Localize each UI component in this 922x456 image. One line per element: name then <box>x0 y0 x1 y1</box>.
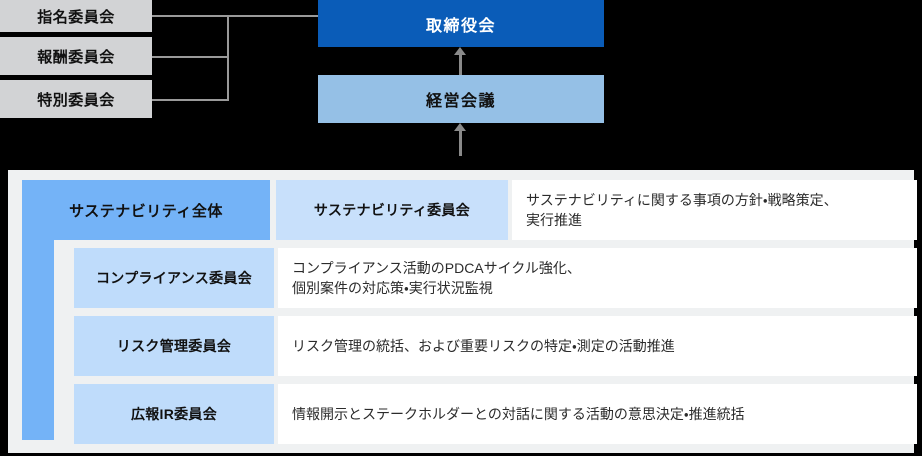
row-label-pr-ir-committee[interactable]: 広報IR委員会 <box>74 384 274 444</box>
board-of-directors-box[interactable]: 取締役会 <box>318 0 604 47</box>
management-meeting-box[interactable]: 経営会議 <box>318 75 604 123</box>
row-label-compliance-committee[interactable]: コンプライアンス委員会 <box>74 248 274 308</box>
row-description-line: 実行推進 <box>526 212 582 228</box>
committee-chip-label: 特別委員会 <box>37 91 115 109</box>
sustainability-panel: サステナビリティ全体 サステナビリティ委員会 サステナビリティに関する事項の方針… <box>8 170 917 453</box>
connector-line-nomination <box>152 15 229 17</box>
row-description-line: リスク管理の統括、および重要リスクの特定・測定の活動推進 <box>292 337 675 354</box>
sustainability-overall-spine <box>22 240 54 440</box>
row-label-risk-management-committee[interactable]: リスク管理委員会 <box>74 316 274 376</box>
board-of-directors-label: 取締役会 <box>425 17 496 35</box>
arrow-up-to-management-icon <box>454 123 467 156</box>
connector-line-compensation <box>152 56 229 58</box>
row-description-line: コンプライアンス活動のPDCAサイクル強化、 <box>292 259 581 276</box>
row-label-text: 広報IR委員会 <box>130 406 218 422</box>
connector-line-special <box>152 99 229 101</box>
row-description-compliance-committee: コンプライアンス活動のPDCAサイクル強化、 個別案件の対応策・実行状況監視 <box>278 248 917 308</box>
table-row: コンプライアンス委員会 コンプライアンス活動のPDCAサイクル強化、 個別案件の… <box>22 248 917 308</box>
committee-chip-label: 報酬委員会 <box>37 48 115 66</box>
row-description-line: 情報開示とステークホルダーとの対話に関する活動の意思決定・推進統括 <box>292 405 745 422</box>
table-row: 広報IR委員会 情報開示とステークホルダーとの対話に関する活動の意思決定・推進統… <box>22 384 917 444</box>
committee-chip-compensation[interactable]: 報酬委員会 <box>0 37 152 75</box>
row-label-sustainability-committee[interactable]: サステナビリティ委員会 <box>276 180 508 240</box>
row-description-risk-management-committee: リスク管理の統括、および重要リスクの特定・測定の活動推進 <box>278 316 917 376</box>
committee-chip-nomination[interactable]: 指名委員会 <box>0 0 152 32</box>
row-description-sustainability-committee: サステナビリティに関する事項の方針・戦略策定、 実行推進 <box>512 180 917 240</box>
table-row: リスク管理委員会 リスク管理の統括、および重要リスクの特定・測定の活動推進 <box>22 316 917 376</box>
row-label-text: サステナビリティ委員会 <box>313 202 471 218</box>
sustainability-overall-header: サステナビリティ全体 <box>22 180 270 240</box>
committee-chip-special[interactable]: 特別委員会 <box>0 80 152 118</box>
connector-line-to-board <box>227 15 320 17</box>
row-label-text: リスク管理委員会 <box>116 338 232 354</box>
sustainability-overall-label: サステナビリティ全体 <box>69 202 223 220</box>
row-description-line: サステナビリティに関する事項の方針・戦略策定、 <box>526 191 838 208</box>
row-description-pr-ir-committee: 情報開示とステークホルダーとの対話に関する活動の意思決定・推進統括 <box>278 384 917 444</box>
row-label-text: コンプライアンス委員会 <box>95 270 253 286</box>
table-row: サステナビリティ委員会 サステナビリティに関する事項の方針・戦略策定、 実行推進 <box>22 180 917 240</box>
committee-chip-label: 指名委員会 <box>37 8 115 26</box>
connector-trunk-vertical <box>227 15 229 101</box>
row-description-line: 個別案件の対応策・実行状況監視 <box>292 280 493 296</box>
arrow-up-to-board-icon <box>454 47 467 75</box>
management-meeting-label: 経営会議 <box>425 93 496 110</box>
